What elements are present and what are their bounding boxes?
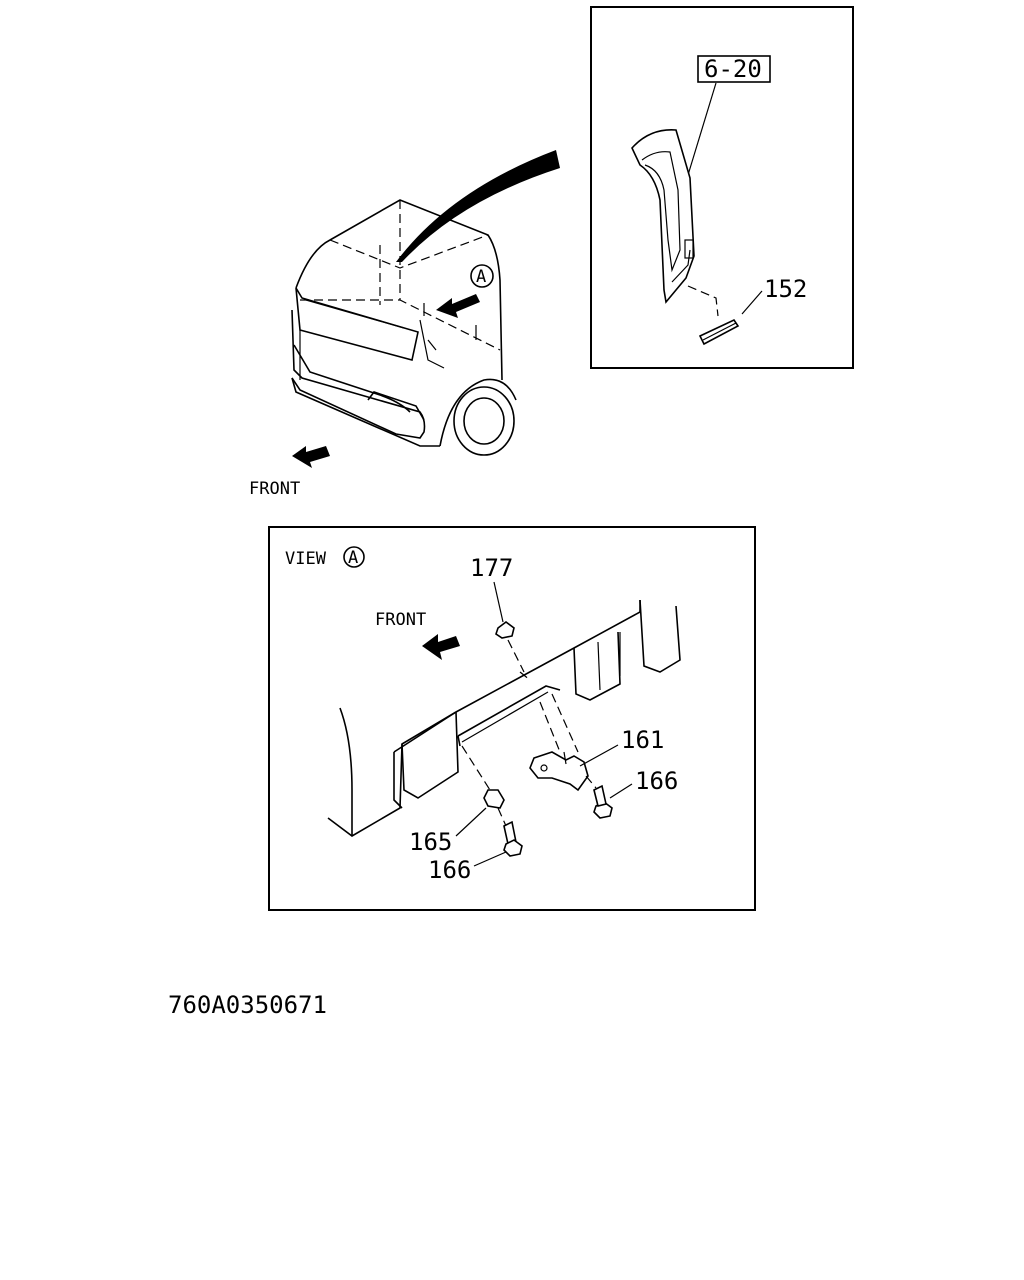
view-a-marker: A [476,267,486,287]
front-arrow-view-a [422,634,460,660]
front-label-view-a: FRONT [375,610,426,630]
detail-box-frame [590,6,854,369]
bolt-166-left [503,820,523,857]
view-a-frame [268,526,756,911]
leader-166-left [473,851,507,867]
truck-overview: A FRONT [249,150,560,499]
leader-152 [741,290,763,315]
label-152: 152 [764,275,807,303]
view-a-arrow [436,294,480,318]
label-177: 177 [470,554,513,582]
clip-part-152 [687,285,740,346]
ref-label-box [697,55,771,83]
view-a-title-marker: A [348,548,358,568]
view-a-box: VIEW A FRONT 177 [268,526,756,911]
label-165: 165 [409,828,452,856]
leader-166-right [609,783,633,799]
ref-label-6-20: 6-20 [704,55,762,83]
nut-177 [495,621,515,639]
frame-rail [327,599,681,837]
pillar-trim [631,129,695,304]
bracket-161 [529,693,589,792]
label-166-left: 166 [428,856,471,884]
pointer-swoosh [396,150,560,262]
leader-line [687,82,717,176]
front-arrow-overview [292,446,330,468]
leader-165 [455,807,487,837]
view-a-marker-circle [470,264,494,288]
detail-box: 6-20 152 [590,6,854,369]
drawing-number: 760A0350671 [168,991,327,1019]
bolt-166-right [585,775,613,819]
front-label-overview: FRONT [249,479,300,499]
view-a-title-circle [343,546,365,568]
clip-165 [461,745,507,827]
leader-161 [579,744,619,767]
view-a-title: VIEW [285,549,327,569]
leader-177 [493,581,504,623]
label-166-right: 166 [635,767,678,795]
label-161: 161 [621,726,664,754]
